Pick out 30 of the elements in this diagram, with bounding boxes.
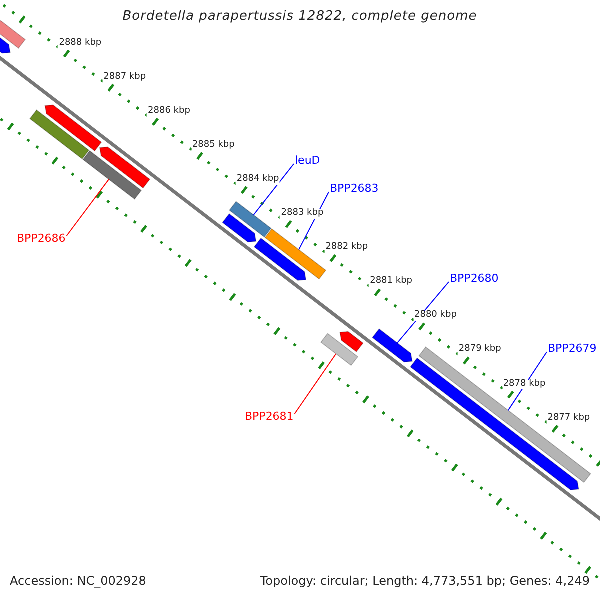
scale-label: 2884 kbp [236,175,280,185]
gene-label: BPP2679 [548,343,597,356]
scale-label: 2888 kbp [58,38,103,48]
leader-line [253,164,294,216]
gene-feature [372,328,413,363]
scale-label: 2883 kbp [280,209,325,219]
title: Bordetella parapertussis 12822, complete genome [122,10,478,24]
scale-label: 2880 kbp [414,311,458,322]
scale-label: 2879 kbp [458,346,502,356]
genome-stats-text: Topology: circular; Length: 4,773,551 bp; Genes: 4,249 [260,575,590,588]
gene-label: BPP2681 [245,411,294,424]
gene-feature [229,201,272,238]
gene-feature [82,150,142,200]
scale-label: 2878 kbp [502,380,547,390]
gene-label: BPP2683 [330,183,379,196]
leader-line [66,179,110,236]
leader-line [294,354,337,414]
gene-label: BPP2686 [17,233,66,246]
scale-label: 2877 kbp [546,414,592,424]
scale-label: 2882 kbp [324,243,370,254]
gene-feature [264,228,327,280]
gene-feature [320,333,359,366]
scale-label: 2887 kbp [102,72,148,83]
gene-label: BPP2680 [450,273,499,286]
scale-label: 2881 kbp [369,277,414,288]
scale-label: 2885 kbp [191,140,236,151]
gene-label: leuD [295,155,320,168]
leader-line [508,352,548,412]
scale-label: 2886 kbp [147,106,192,117]
accession-text: Accession: NC_002928 [10,575,146,588]
